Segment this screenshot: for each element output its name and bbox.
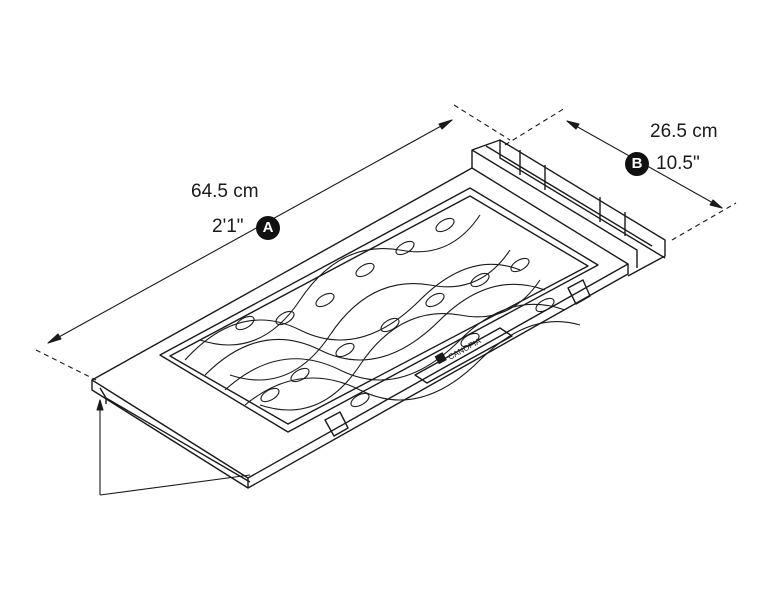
width-imperial-label: 10.5" (656, 153, 700, 174)
tray-frame (91, 139, 666, 489)
width-badge: B (625, 152, 649, 176)
length-metric-label: 64.5 cm (191, 181, 259, 202)
extension-lines (35, 104, 737, 381)
leaf-pattern (184, 214, 581, 411)
leader-lines (96, 399, 251, 496)
brand-plate (414, 327, 513, 384)
width-metric-label: 26.5 cm (650, 121, 718, 142)
edge-clips (324, 279, 591, 437)
dimension-line-length (47, 119, 453, 344)
length-badge: A (256, 216, 280, 240)
length-imperial-label: 2'1" (212, 216, 244, 237)
